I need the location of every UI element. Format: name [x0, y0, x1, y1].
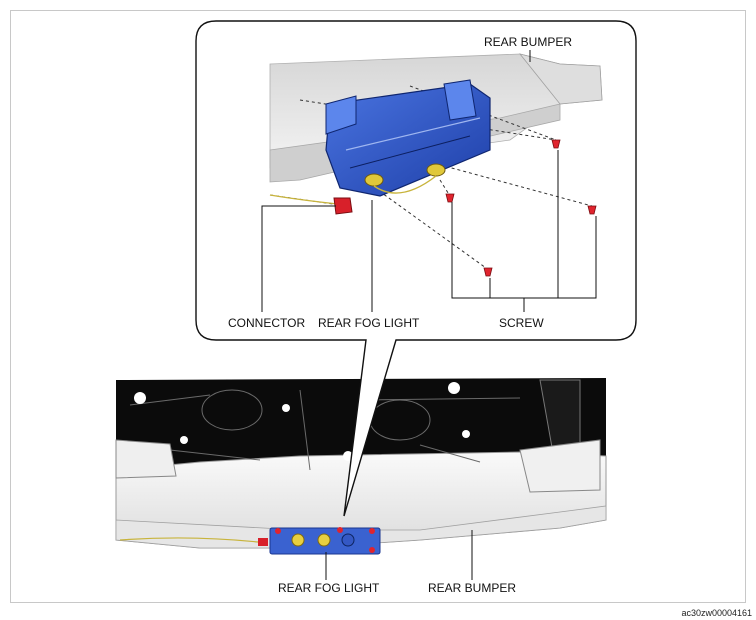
label-rear-bumper-top: REAR BUMPER: [484, 35, 572, 49]
overview-screws: [275, 527, 375, 553]
overview-connector: [258, 538, 268, 546]
bumper-lower-lip: [115, 505, 607, 549]
figure-frame: [10, 10, 746, 603]
label-connector: CONNECTOR: [228, 316, 305, 330]
wiring-harness: [269, 194, 339, 205]
screws-detail: [445, 139, 597, 277]
label-rear-fog-light-bottom: REAR FOG LIGHT: [278, 581, 380, 595]
connector-detail: [333, 197, 353, 215]
left-bracket: [115, 439, 177, 479]
label-rear-fog-light-top: REAR FOG LIGHT: [318, 316, 420, 330]
label-rear-bumper-bottom: REAR BUMPER: [428, 581, 516, 595]
rear-fog-light-detail: [325, 79, 491, 197]
leader-lines: [261, 50, 597, 312]
vehicle-rear-overview: [115, 378, 607, 555]
figure-code: ac30zw00004161: [681, 608, 752, 618]
label-screw: SCREW: [499, 316, 544, 330]
bottom-leader-lines: [325, 530, 473, 580]
underbody-details: [129, 389, 521, 471]
right-bracket: [519, 439, 601, 493]
